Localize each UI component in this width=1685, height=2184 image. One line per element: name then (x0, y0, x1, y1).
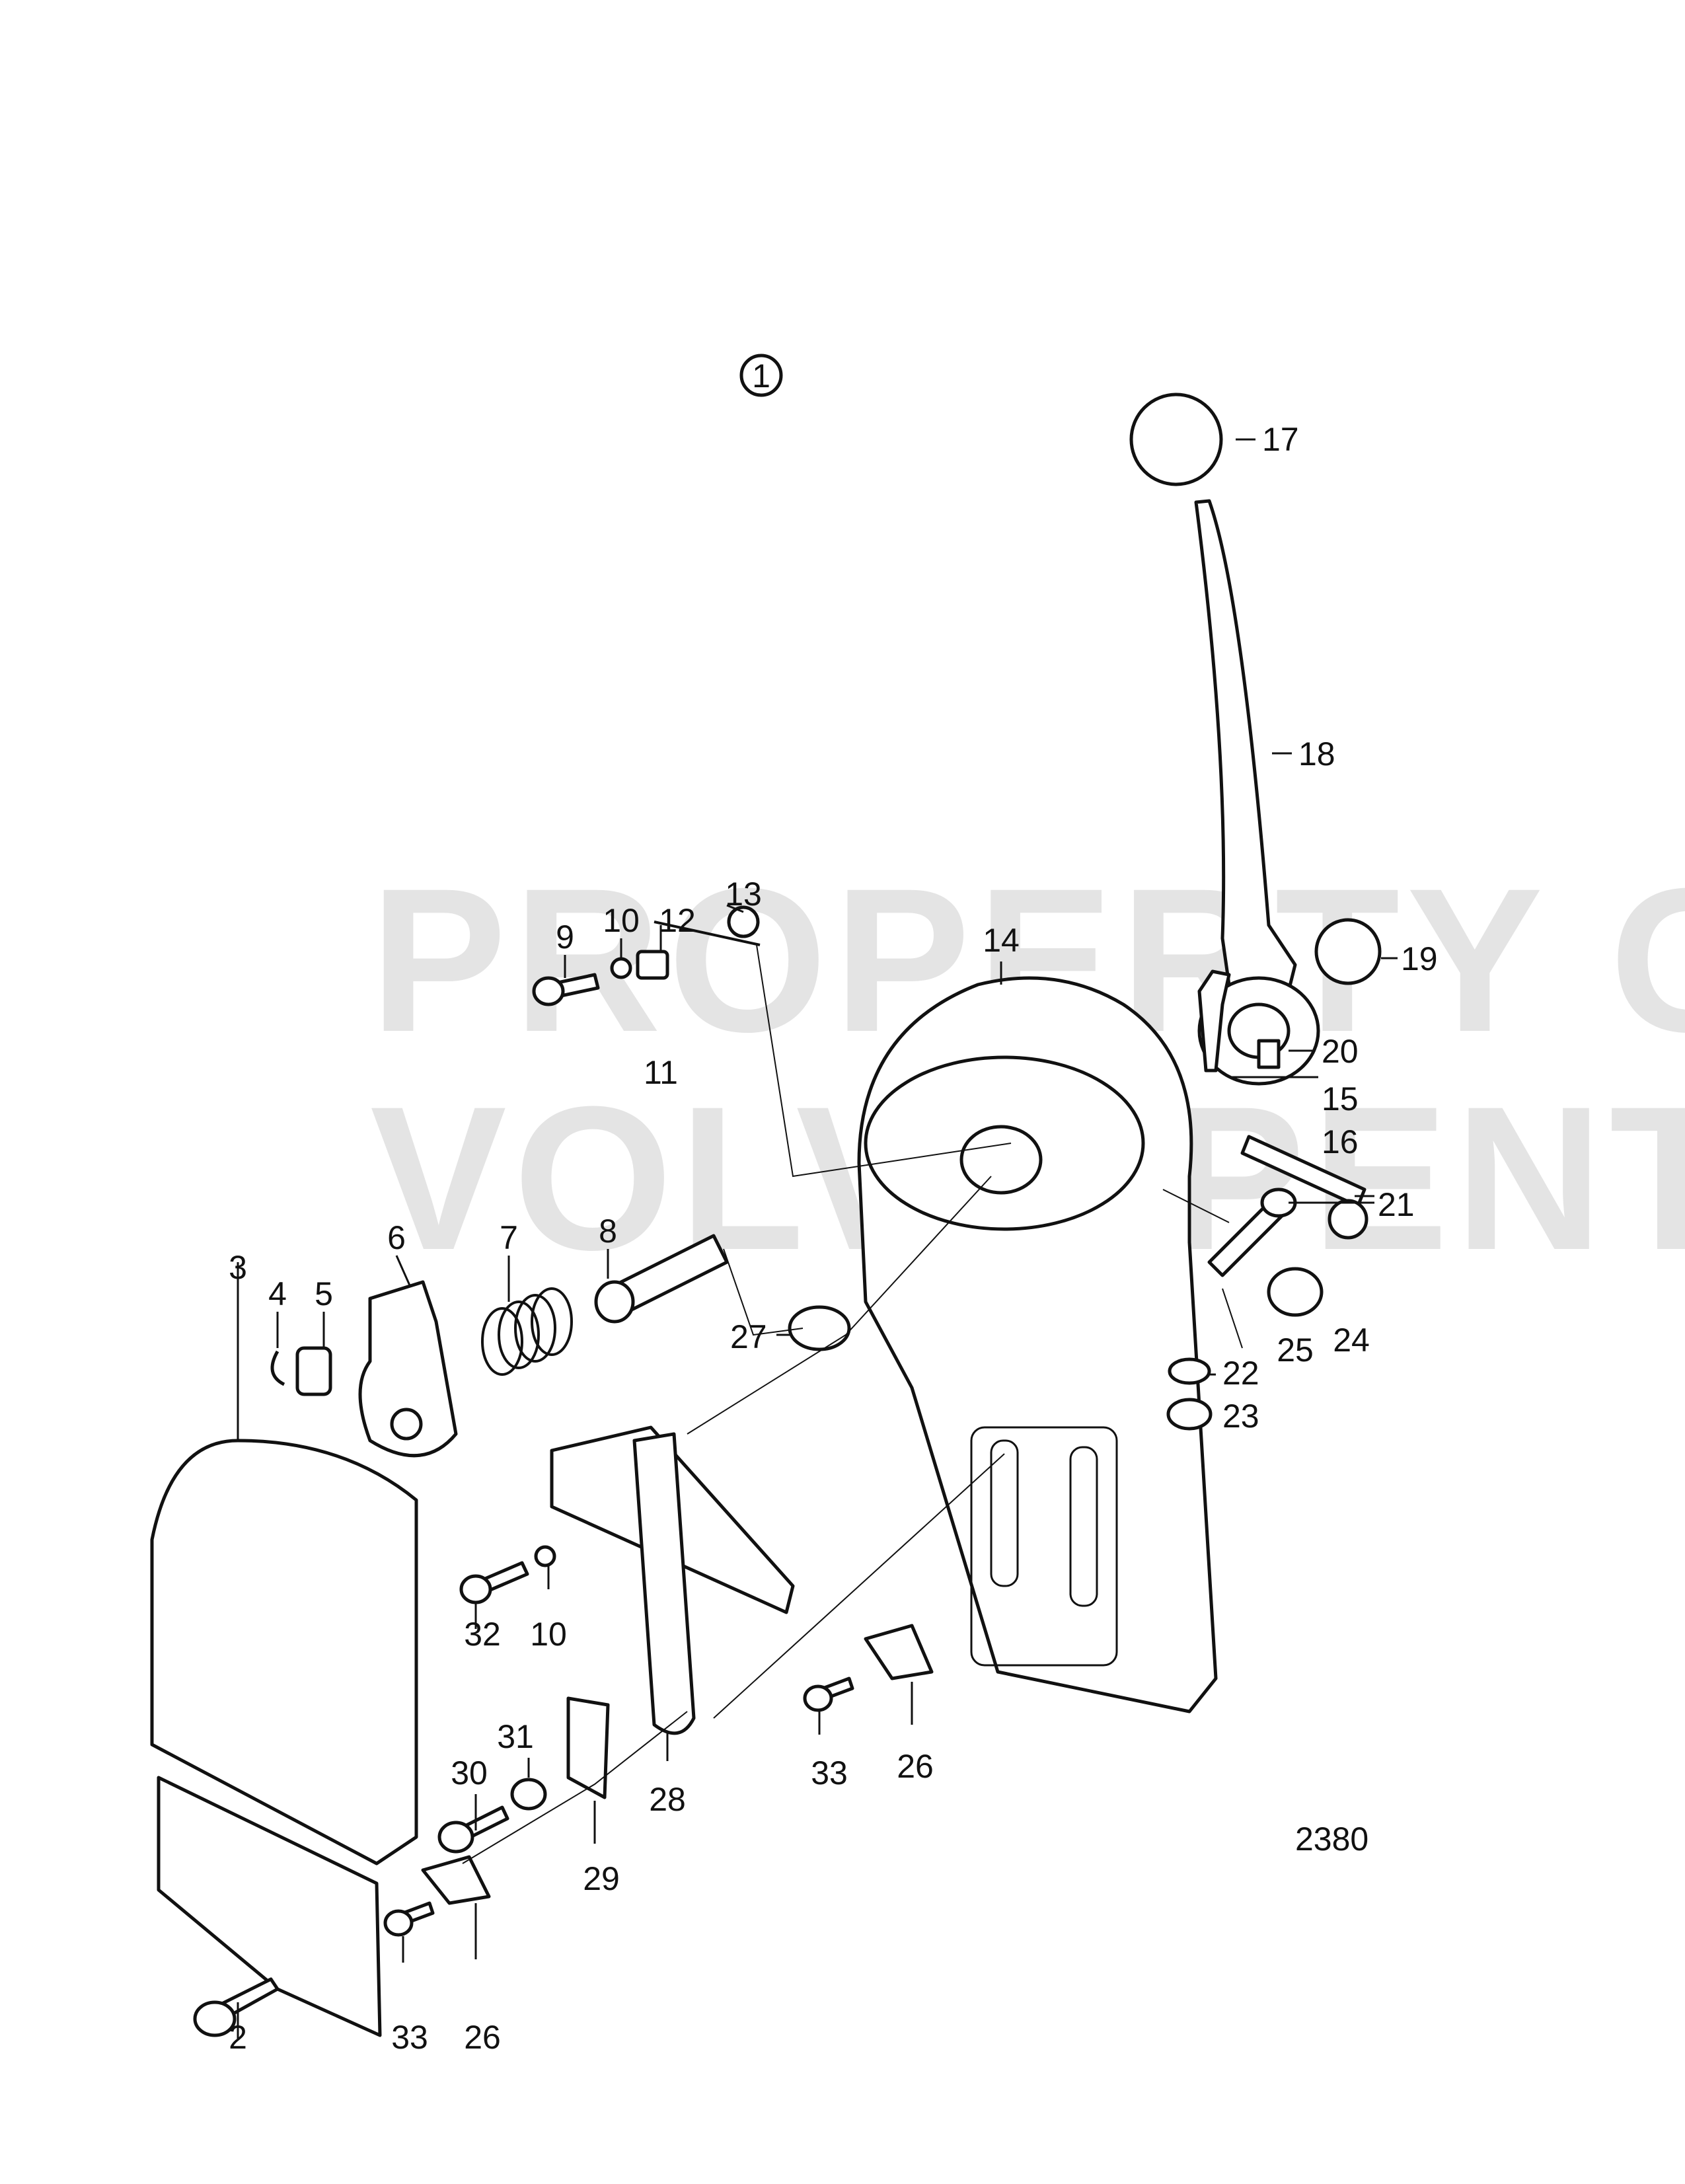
callout-label-28: 28 (649, 1781, 686, 1818)
bushing-part-31 (510, 1778, 547, 1811)
callout-label-26: 26 (464, 2019, 501, 2056)
callout-labels: 2 3 4 5 6 7 8 9 10 11 12 13 14 15 16 17 … (229, 421, 1438, 2056)
housing-slot-left (990, 1439, 1019, 1587)
callout-label-7: 7 (500, 1219, 518, 1256)
clip-part-26b (864, 1624, 934, 1680)
link-part (295, 1346, 332, 1396)
screw-head-30 (437, 1821, 474, 1854)
callout-label-15: 15 (1322, 1080, 1359, 1117)
callout-label-32: 32 (464, 1616, 501, 1653)
callout-label-31: 31 (497, 1718, 534, 1755)
sleeve-end (594, 1280, 635, 1324)
callout-label-29: 29 (583, 1860, 620, 1897)
group-marker: 1 (739, 354, 783, 397)
callout-label-18: 18 (1298, 735, 1335, 772)
callout-label-6: 6 (387, 1219, 406, 1256)
housing-slot-panel (970, 1426, 1118, 1667)
lock-nut-part (1328, 1199, 1368, 1240)
set-screw-part (1257, 1039, 1281, 1069)
washer-part (1168, 1357, 1211, 1385)
callout-label-24: 24 (1333, 1322, 1370, 1359)
callout-label-10: 10 (603, 902, 640, 939)
group-marker-number: 1 (752, 358, 770, 395)
callout-label-10b: 10 (530, 1616, 567, 1653)
knob-part (1129, 393, 1223, 486)
housing-bore (959, 1125, 1043, 1195)
callout-label-11: 11 (644, 1054, 678, 1091)
callout-label-17: 17 (1262, 421, 1299, 458)
callout-label-27: 27 (730, 1318, 767, 1355)
callout-label-2: 2 (229, 2019, 247, 2056)
callout-label-21: 21 (1378, 1186, 1415, 1223)
screw-head-9 (532, 976, 565, 1006)
circlip-part (270, 1350, 285, 1386)
plunger-part (788, 1305, 851, 1351)
washer-part-10 (610, 957, 632, 979)
callout-label-19: 19 (1401, 940, 1438, 977)
callout-label-33: 33 (391, 2019, 428, 2056)
arm-bore (390, 1408, 423, 1441)
callout-label-33b: 33 (811, 1754, 848, 1791)
callout-label-30: 30 (451, 1754, 488, 1791)
screw-head-33b (803, 1684, 833, 1712)
callout-label-20: 20 (1322, 1033, 1359, 1070)
drawing-number: 2380 (1295, 1821, 1368, 1858)
leader-lines (237, 438, 1398, 2039)
cap-part (1314, 918, 1382, 985)
bushing-part (1267, 1267, 1324, 1317)
callout-label-26b: 26 (897, 1748, 934, 1785)
screw-part (1197, 969, 1231, 1073)
arm-part (358, 1280, 458, 1458)
callout-label-14: 14 (983, 922, 1020, 959)
callout-label-12: 12 (659, 902, 696, 939)
spring-part (481, 1287, 573, 1376)
callout-label-16: 16 (1322, 1123, 1359, 1160)
cover-skirt-part (157, 1776, 382, 2037)
callout-label-3: 3 (229, 1249, 247, 1286)
spring-wire-12 (654, 921, 761, 946)
screw-head-32 (459, 1574, 492, 1604)
washer-part-10b (534, 1545, 556, 1567)
plate-part-11 (636, 950, 669, 980)
screw-head-2 (193, 2000, 237, 2037)
clip-part-26 (421, 1855, 491, 1905)
callout-label-25: 25 (1277, 1332, 1314, 1369)
callout-label-4: 4 (268, 1275, 287, 1312)
screw-head-33 (383, 1909, 414, 1937)
bracket-part-29 (566, 1696, 610, 1799)
callout-label-8: 8 (599, 1213, 617, 1250)
callout-label-9: 9 (556, 919, 574, 956)
callout-label-13: 13 (725, 876, 762, 913)
cover-part (150, 1439, 418, 1865)
nut-part (1166, 1398, 1213, 1431)
callout-label-22: 22 (1222, 1355, 1259, 1392)
link-bar-part (632, 1432, 696, 1735)
callout-label-5: 5 (315, 1275, 333, 1312)
housing-slot-right (1069, 1446, 1098, 1607)
callout-label-23: 23 (1222, 1398, 1259, 1435)
ball-part-13 (727, 905, 760, 938)
